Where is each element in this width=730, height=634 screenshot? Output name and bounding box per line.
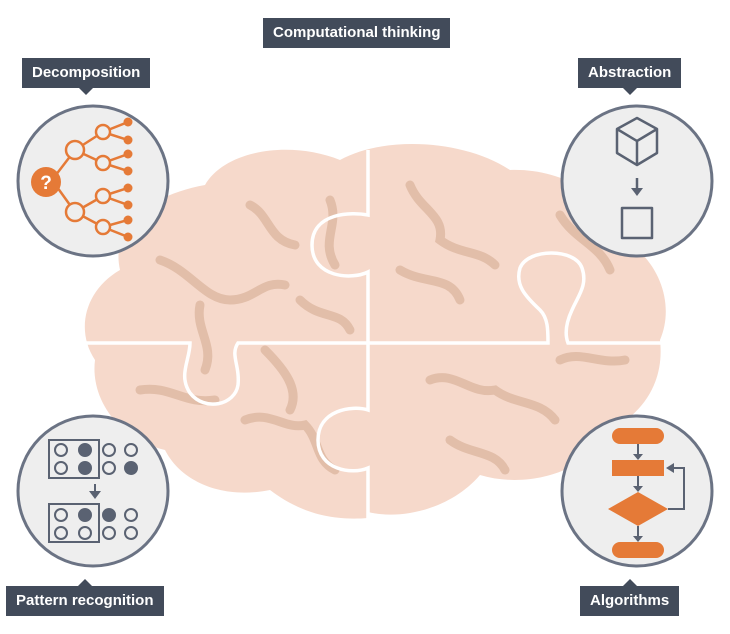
algorithms-label: Algorithms [580,579,680,616]
dot-grid-icon [48,439,138,543]
decomposition-text: Decomposition [32,64,141,81]
pattern-pointer [77,579,92,586]
question-mark: ? [40,173,52,194]
title-label: Computational thinking [263,18,451,48]
flow-start [612,428,664,444]
pattern-arrow-icon [89,491,101,499]
page-title: Computational thinking [273,24,441,41]
abstraction-circle [560,104,714,258]
decomposition-circle: ? [16,104,170,258]
brain-shape [84,143,666,519]
flow-loop [668,467,685,510]
flow-decision [608,492,668,526]
algorithms-circle-bg [560,414,714,568]
algorithms-circle [560,414,714,568]
cube-icon [615,116,659,167]
pattern-recognition-circle [16,414,170,568]
flow-process [612,460,664,476]
decomposition-pointer [79,88,94,95]
abstraction-label: Abstraction [578,58,682,95]
pattern-frame-top [48,439,100,479]
abstraction-pointer [622,88,637,95]
question-icon [31,167,61,197]
flow-end [612,542,664,558]
tree-leaves [123,117,133,242]
square-icon [620,206,654,240]
pattern-recognition-text: Pattern recognition [16,592,154,609]
decomposition-label: Decomposition [22,58,151,95]
pattern-recognition-label: Pattern recognition [6,579,164,616]
algorithms-pointer [622,579,637,586]
brain-puzzle-icon [80,143,680,520]
brain-veins [135,180,630,475]
abstraction-text: Abstraction [588,64,672,81]
puzzle-cuts [80,150,680,520]
algorithms-text: Algorithms [590,592,670,609]
pattern-frame-bottom [48,503,100,543]
flowchart-icon [608,428,685,558]
arrow-down-icon [631,188,643,196]
cube-to-square-icon [615,116,659,240]
